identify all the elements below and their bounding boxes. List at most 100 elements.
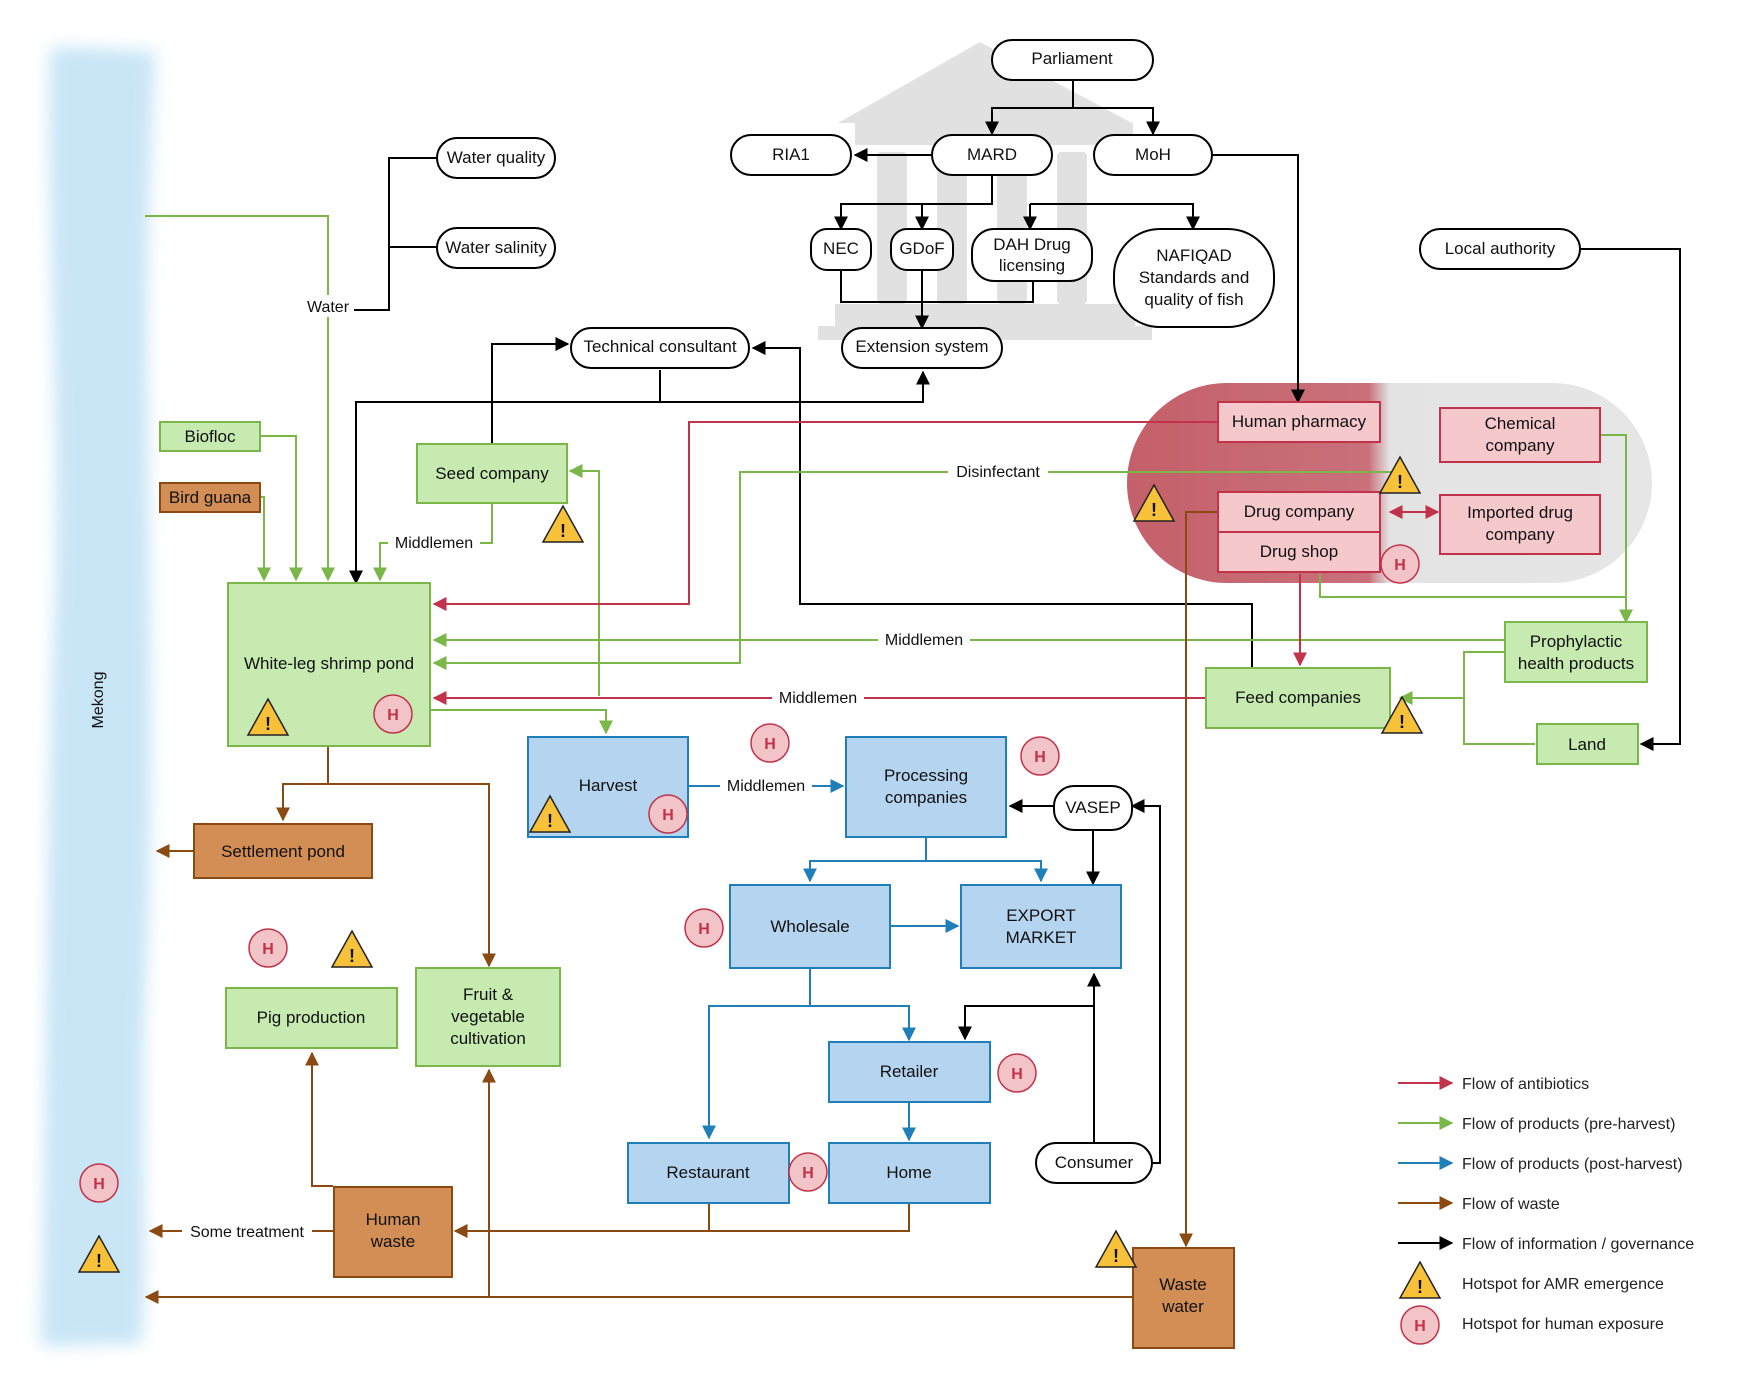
amr-hotspot-icon: ! xyxy=(541,504,585,543)
node-fruit-vegetable[interactable]: Fruit & vegetable cultivation xyxy=(415,967,561,1067)
amr-hotspots: !!!!!!!!! xyxy=(77,455,1424,1273)
legend-amr-icon: ! xyxy=(1398,1260,1442,1299)
svg-text:health products: health products xyxy=(1518,654,1634,673)
svg-text:!: ! xyxy=(1417,1277,1423,1297)
node-vasep[interactable]: VASEP xyxy=(1053,785,1133,831)
government-building xyxy=(818,42,1152,340)
node-bird-guana[interactable]: Bird guana xyxy=(159,482,261,513)
edge-labels: Water Middlemen Disinfectant Middlemen M… xyxy=(182,295,1048,1242)
node-gdof[interactable]: GDoF xyxy=(890,228,954,271)
svg-text:GDoF: GDoF xyxy=(899,239,944,258)
node-local-authority[interactable]: Local authority xyxy=(1419,228,1581,270)
node-pig-production[interactable]: Pig production xyxy=(225,987,398,1049)
mekong-river: Mekong xyxy=(40,47,155,1346)
node-processing-companies[interactable]: Processing companies xyxy=(845,736,1007,838)
node-feed-companies[interactable]: Feed companies xyxy=(1205,667,1391,729)
svg-text:H: H xyxy=(1011,1066,1023,1083)
node-imported-drug-company[interactable]: Imported drug company xyxy=(1439,494,1601,555)
pharma-nodes: Human pharmacy Chemical company Drug com… xyxy=(1217,401,1601,573)
water-edge-label: Water xyxy=(307,299,350,316)
amr-hotspot-icon: ! xyxy=(330,929,374,968)
svg-text:company: company xyxy=(1486,525,1555,544)
svg-text:NAFIQAD: NAFIQAD xyxy=(1156,246,1232,265)
node-moh[interactable]: MoH xyxy=(1093,134,1213,176)
node-consumer[interactable]: Consumer xyxy=(1035,1142,1153,1184)
node-biofloc[interactable]: Biofloc xyxy=(159,421,261,452)
legend-item: ! Hotspot for AMR emergence xyxy=(1398,1260,1664,1299)
human-hotspot-icon: H xyxy=(1020,736,1060,776)
svg-text:EXPORT: EXPORT xyxy=(1006,906,1076,925)
legend-item: Flow of products (pre-harvest) xyxy=(1398,1116,1675,1133)
svg-text:Technical consultant: Technical consultant xyxy=(583,337,736,356)
node-export-market[interactable]: EXPORT MARKET xyxy=(960,884,1122,969)
amr-hotspot-icon: ! xyxy=(1380,695,1424,734)
svg-text:cultivation: cultivation xyxy=(450,1029,526,1048)
svg-text:vegetable: vegetable xyxy=(451,1007,525,1026)
svg-text:Wholesale: Wholesale xyxy=(770,917,849,936)
node-wholesale[interactable]: Wholesale xyxy=(729,884,891,969)
amr-hotspot-icon: ! xyxy=(528,794,572,833)
svg-text:VASEP: VASEP xyxy=(1065,798,1120,817)
node-prophylactic[interactable]: Prophylactic health products xyxy=(1504,621,1648,683)
node-home[interactable]: Home xyxy=(828,1142,991,1204)
governance-nodes: Parliament RIA1 MARD MoH NEC GDoF DAH Dr… xyxy=(436,39,1581,1184)
node-retailer[interactable]: Retailer xyxy=(828,1041,991,1103)
svg-text:Processing: Processing xyxy=(884,766,968,785)
seed-middlemen-label: Middlemen xyxy=(395,535,473,552)
svg-text:!: ! xyxy=(349,946,355,966)
node-technical-consultant[interactable]: Technical consultant xyxy=(570,327,750,369)
svg-text:Bird guana: Bird guana xyxy=(169,488,252,507)
svg-text:H: H xyxy=(1414,1318,1426,1335)
legend-label: Hotspot for human exposure xyxy=(1462,1316,1664,1333)
legend-label: Flow of antibiotics xyxy=(1462,1076,1589,1093)
svg-text:!: ! xyxy=(96,1251,102,1271)
node-chemical-company[interactable]: Chemical company xyxy=(1439,407,1601,463)
node-land[interactable]: Land xyxy=(1536,723,1639,765)
node-dah-drug-licensing[interactable]: DAH Drug licensing xyxy=(971,228,1093,282)
node-drug-shop[interactable]: Drug shop xyxy=(1217,531,1381,573)
svg-text:H: H xyxy=(1394,557,1406,574)
svg-text:Extension system: Extension system xyxy=(855,337,988,356)
node-nec[interactable]: NEC xyxy=(810,228,872,271)
node-drug-company[interactable]: Drug company xyxy=(1217,491,1381,533)
legend-label: Flow of products (post-harvest) xyxy=(1462,1156,1683,1173)
svg-text:!: ! xyxy=(560,521,566,541)
node-seed-company[interactable]: Seed company xyxy=(416,443,568,504)
svg-text:Waste: Waste xyxy=(1159,1275,1207,1294)
svg-text:waste: waste xyxy=(370,1232,415,1251)
svg-text:licensing: licensing xyxy=(999,256,1065,275)
node-water-quality[interactable]: Water quality xyxy=(436,137,556,179)
legend-item: Flow of antibiotics xyxy=(1398,1076,1589,1093)
node-parliament[interactable]: Parliament xyxy=(991,39,1154,81)
node-nafiqad[interactable]: NAFIQAD Standards and quality of fish xyxy=(1113,228,1275,328)
svg-text:MARD: MARD xyxy=(967,145,1017,164)
svg-text:Chemical: Chemical xyxy=(1485,414,1556,433)
human-hotspot-icon: H xyxy=(788,1152,828,1192)
node-mard[interactable]: MARD xyxy=(931,134,1053,176)
svg-text:water: water xyxy=(1161,1297,1204,1316)
node-settlement-pond[interactable]: Settlement pond xyxy=(193,823,373,879)
legend-item: Flow of waste xyxy=(1398,1196,1560,1213)
node-human-waste[interactable]: Human waste xyxy=(333,1186,453,1278)
legend-label: Hotspot for AMR emergence xyxy=(1462,1276,1664,1293)
svg-text:quality of fish: quality of fish xyxy=(1144,290,1243,309)
svg-text:Consumer: Consumer xyxy=(1055,1153,1134,1172)
node-waste-water[interactable]: Waste water xyxy=(1132,1247,1235,1349)
node-restaurant[interactable]: Restaurant xyxy=(627,1142,790,1204)
legend-item: Flow of information / governance xyxy=(1398,1236,1694,1253)
human-hotspot-icon: H xyxy=(248,928,288,968)
svg-text:Prophylactic: Prophylactic xyxy=(1530,632,1623,651)
amr-hotspot-icon: ! xyxy=(1132,483,1176,522)
svg-text:RIA1: RIA1 xyxy=(772,145,810,164)
human-hotspot-icon: H xyxy=(997,1053,1037,1093)
svg-text:Biofloc: Biofloc xyxy=(184,427,236,446)
node-water-salinity[interactable]: Water salinity xyxy=(436,227,556,269)
node-ria1[interactable]: RIA1 xyxy=(730,134,852,176)
svg-text:H: H xyxy=(698,921,710,938)
node-extension-system[interactable]: Extension system xyxy=(841,327,1003,369)
node-human-pharmacy[interactable]: Human pharmacy xyxy=(1217,401,1381,443)
legend-label: Flow of information / governance xyxy=(1462,1236,1694,1253)
svg-text:!: ! xyxy=(1113,1246,1119,1266)
human-hotspot-icon: H xyxy=(648,794,688,834)
waste-nodes: Bird guana Settlement pond Human waste W… xyxy=(159,482,1235,1349)
